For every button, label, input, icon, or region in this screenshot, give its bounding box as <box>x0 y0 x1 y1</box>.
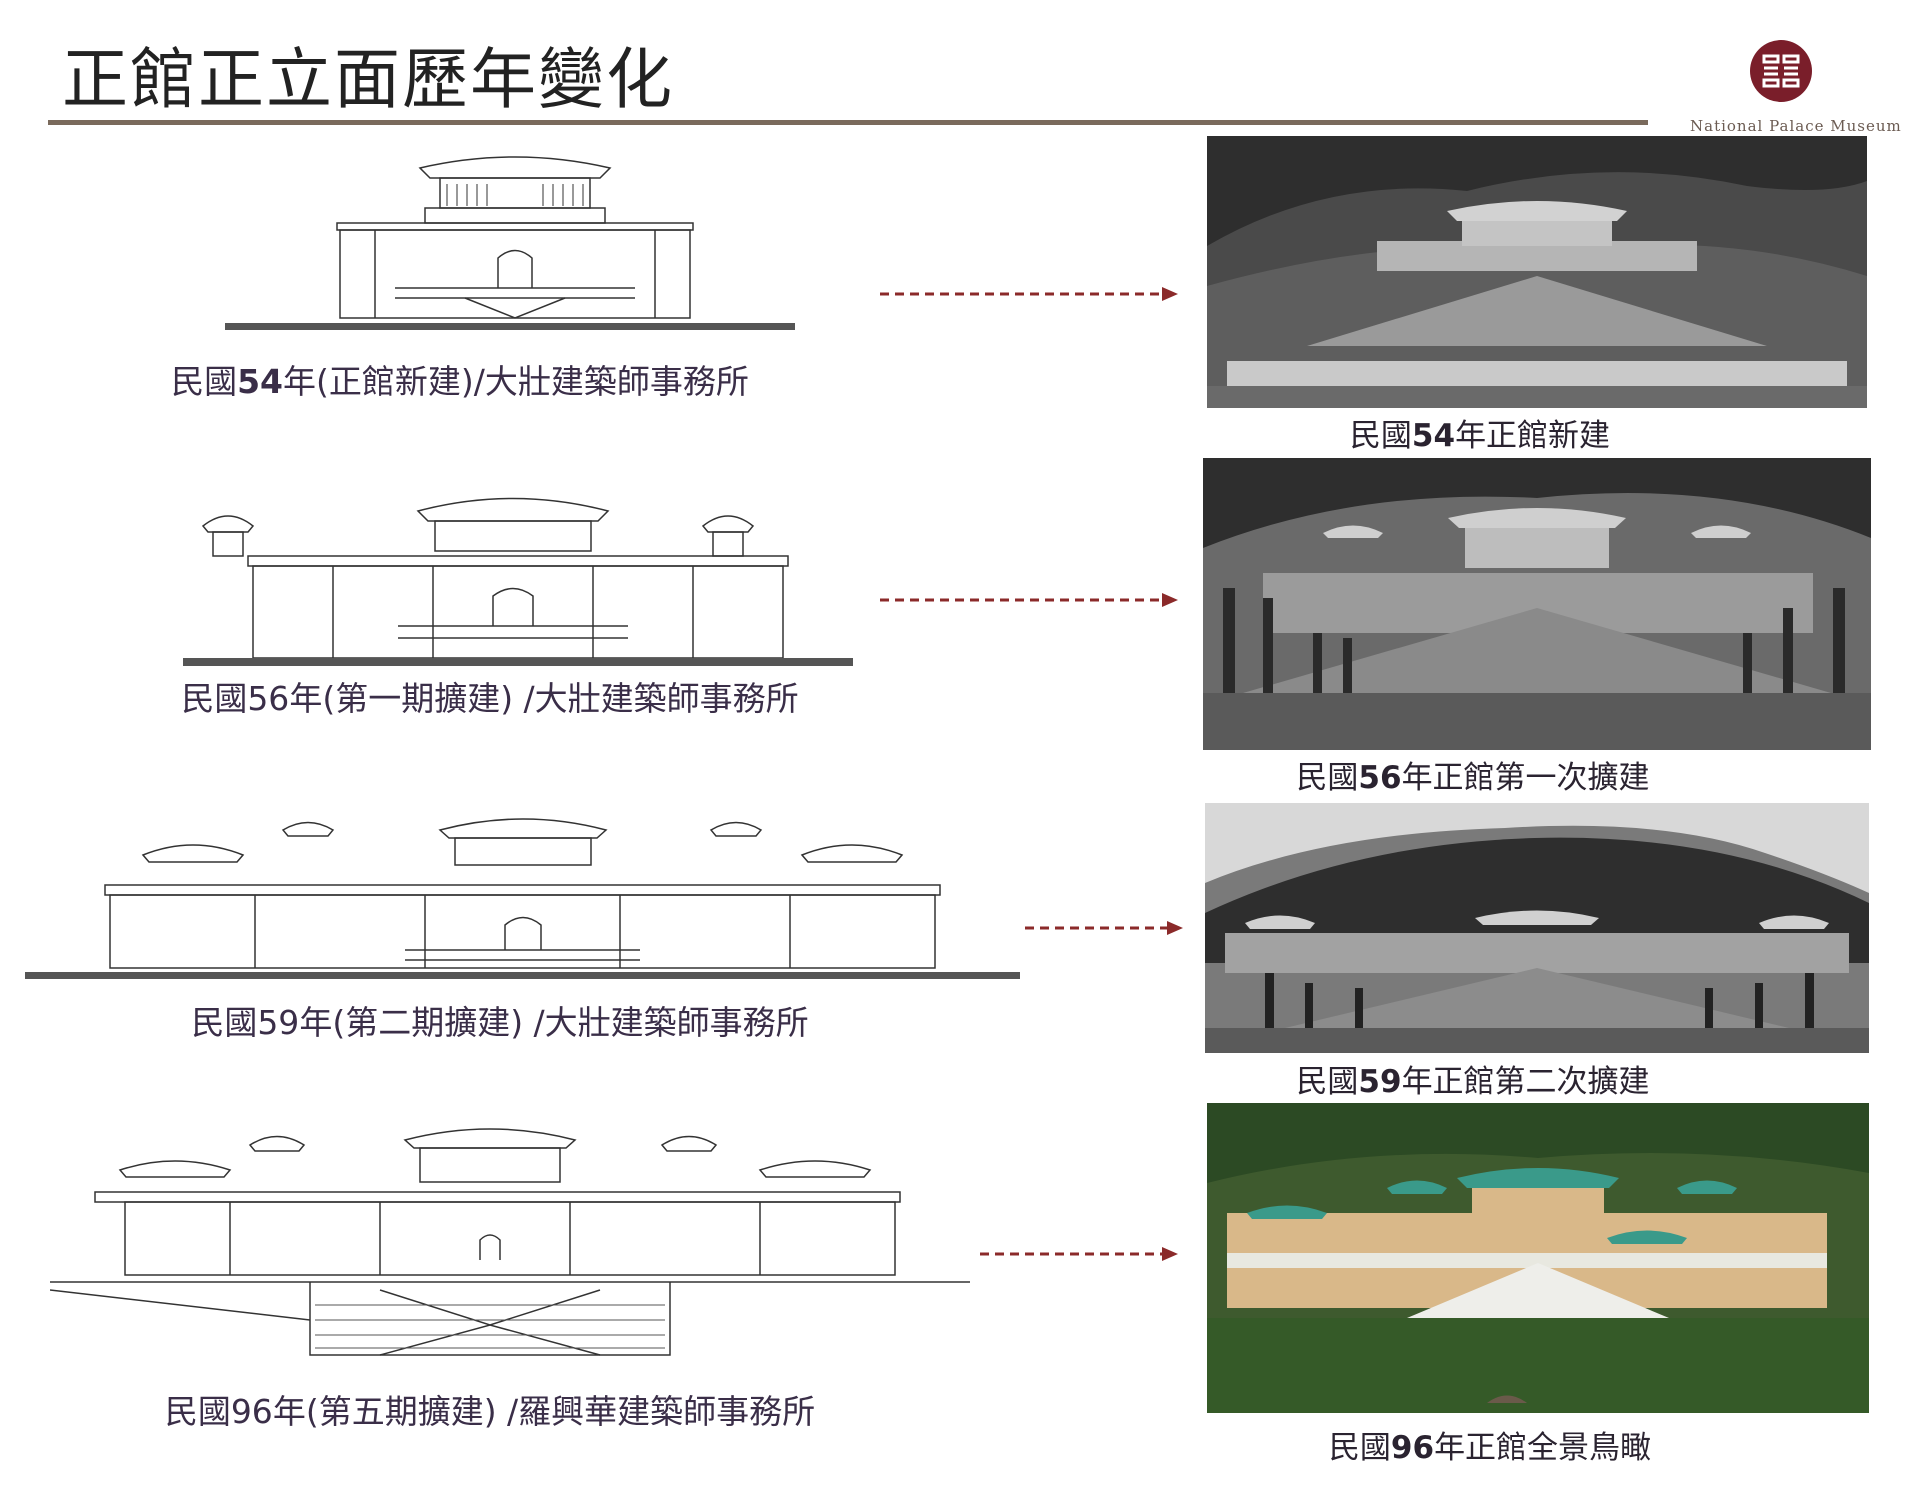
photo-caption-54: 民國54年正館新建 <box>1210 410 1750 455</box>
drawing-caption-56: 民國56年(第一期擴建) /大壯建築師事務所 <box>140 672 840 720</box>
caption-year: 59 <box>257 1003 300 1042</box>
photo-caption-59: 民國59年正館第二次擴建 <box>1208 1056 1738 1101</box>
caption-prefix: 民國 <box>171 362 238 401</box>
caption-year: 96 <box>230 1392 273 1431</box>
photo-59-bw <box>1205 803 1869 1053</box>
arrow-icon <box>1025 918 1185 942</box>
caption-close: ) <box>510 1003 524 1042</box>
elevation-drawing-56 <box>183 466 853 666</box>
caption-prefix: 民國 <box>164 1392 231 1431</box>
caption-phase: 第一期擴建 <box>335 679 501 718</box>
elevation-drawing-59 <box>25 800 1020 982</box>
caption-year: 54 <box>237 362 284 401</box>
drawing-caption-54: 民國54年(正館新建)/大壯建築師事務所 <box>130 355 790 403</box>
caption-prefix: 民國 <box>181 679 248 718</box>
header-divider <box>48 120 1648 125</box>
caption-mid: 年( <box>289 679 336 718</box>
museum-logo-text: National Palace Museum <box>1690 117 1902 135</box>
photo-caption-96: 民國96年正館全景鳥瞰 <box>1220 1422 1760 1467</box>
caption-close: ) <box>460 362 474 401</box>
caption-phase: 第二期擴建 <box>345 1003 511 1042</box>
photo-56-bw <box>1203 458 1871 750</box>
drawing-caption-96: 民國96年(第五期擴建) /羅興華建築師事務所 <box>130 1385 850 1433</box>
caption-mid: 年( <box>283 362 329 401</box>
caption-year: 96 <box>1390 1430 1435 1466</box>
caption-prefix: 民國 <box>1296 1064 1359 1100</box>
caption-suffix: 年正館第一次擴建 <box>1401 760 1650 796</box>
caption-phase: 正館新建 <box>328 362 461 401</box>
elevation-drawing-96 <box>50 1110 990 1360</box>
caption-year: 56 <box>247 679 290 718</box>
arrow-icon <box>980 1244 1180 1268</box>
caption-year: 56 <box>1358 760 1402 796</box>
museum-logo <box>1748 38 1814 104</box>
page-title: 正館正立面歷年變化 <box>62 41 674 118</box>
caption-prefix: 民國 <box>1328 1430 1391 1466</box>
arrow-icon <box>880 284 1180 308</box>
caption-architect: /大壯建築師事務所 <box>523 1003 809 1042</box>
caption-suffix: 年正館新建 <box>1455 418 1611 454</box>
caption-prefix: 民國 <box>1349 418 1412 454</box>
caption-mid: 年( <box>272 1392 319 1431</box>
photo-54-bw <box>1207 136 1867 408</box>
caption-year: 59 <box>1358 1064 1402 1100</box>
caption-phase: 第五期擴建 <box>318 1392 484 1431</box>
caption-architect: /大壯建築師事務所 <box>513 679 799 718</box>
elevation-drawing-54 <box>225 148 795 333</box>
arrow-icon <box>880 590 1180 614</box>
caption-prefix: 民國 <box>191 1003 258 1042</box>
caption-suffix: 年正館第二次擴建 <box>1401 1064 1650 1100</box>
photo-96-color <box>1207 1103 1869 1413</box>
caption-suffix: 年正館全景鳥瞰 <box>1434 1430 1652 1466</box>
caption-year: 54 <box>1411 418 1456 454</box>
caption-close: ) <box>500 679 514 718</box>
caption-mid: 年( <box>299 1003 346 1042</box>
caption-prefix: 民國 <box>1296 760 1359 796</box>
caption-close: ) <box>483 1392 497 1431</box>
photo-caption-56: 民國56年正館第一次擴建 <box>1208 752 1738 797</box>
caption-architect: /大壯建築師事務所 <box>473 362 749 401</box>
drawing-caption-59: 民國59年(第二期擴建) /大壯建築師事務所 <box>145 996 855 1044</box>
caption-architect: /羅興華建築師事務所 <box>496 1392 816 1431</box>
